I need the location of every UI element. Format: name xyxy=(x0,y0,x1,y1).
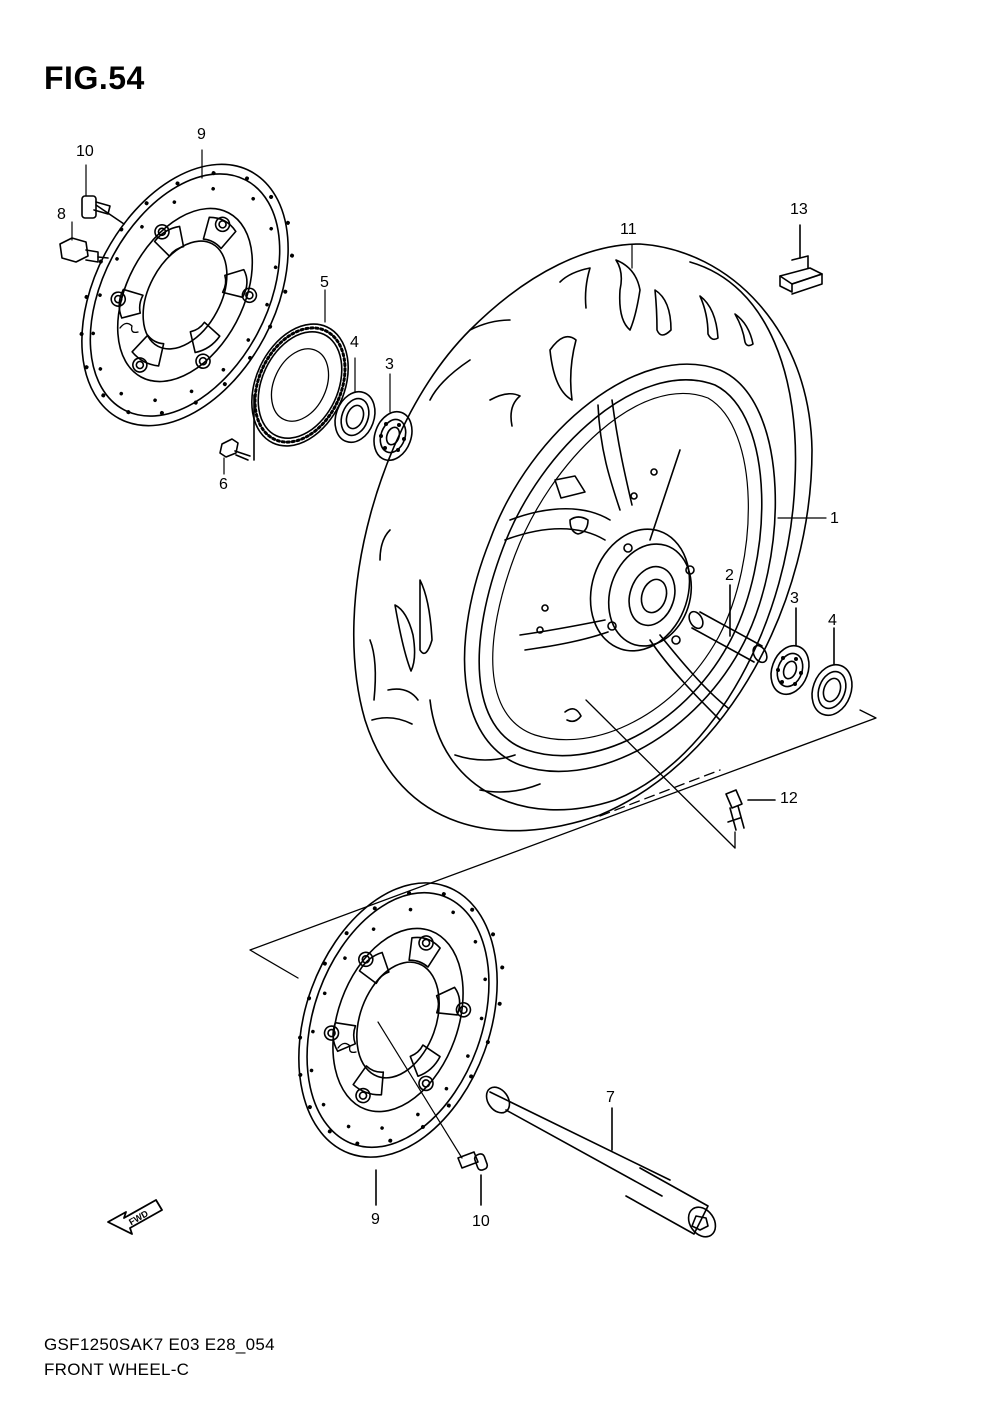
spacer-part-2 xyxy=(688,584,768,664)
callout-3-upper: 3 xyxy=(385,356,394,373)
assembly-leader-lines xyxy=(249,699,877,979)
callout-4-lower: 4 xyxy=(828,612,837,629)
disc-bolt-lower xyxy=(377,1021,489,1206)
oil-seal-upper xyxy=(334,390,376,444)
tire-valve-part-12 xyxy=(725,789,776,831)
nut-part-8 xyxy=(59,237,109,263)
disc-bolt-upper xyxy=(81,195,125,225)
callout-10-lower: 10 xyxy=(472,1213,490,1230)
callout-4-upper: 4 xyxy=(350,334,359,351)
figure-title: FIG.54 xyxy=(44,60,145,96)
forward-direction-arrow: FWD xyxy=(107,1199,163,1235)
callout-12: 12 xyxy=(780,790,798,807)
brake-disc-upper xyxy=(79,163,295,427)
callout-3-lower: 3 xyxy=(790,590,799,607)
callout-6: 6 xyxy=(219,476,228,493)
oil-seal-lower xyxy=(811,627,853,717)
front-axle-part-7 xyxy=(485,1086,717,1238)
callout-13: 13 xyxy=(790,201,808,218)
callout-11: 11 xyxy=(620,221,637,238)
callout-5: 5 xyxy=(320,274,329,291)
front-wheel-assembly xyxy=(353,243,813,832)
brake-disc-lower xyxy=(298,882,505,1206)
callout-2: 2 xyxy=(725,567,734,584)
screw-part-6 xyxy=(219,394,255,461)
diagram-caption: FRONT WHEEL-C xyxy=(44,1360,190,1379)
callout-9-upper: 9 xyxy=(197,126,206,143)
abs-sensor-ring xyxy=(251,323,349,447)
callout-leaders xyxy=(71,149,827,519)
fwd-label: FWD xyxy=(127,1208,150,1227)
callout-1: 1 xyxy=(830,510,839,527)
bearing-lower xyxy=(770,607,810,696)
diagram-code: GSF1250SAK7 E03 E28_054 xyxy=(44,1335,275,1354)
bearing-upper xyxy=(373,410,413,462)
callout-10-upper: 10 xyxy=(76,143,94,160)
balance-weight-part-13 xyxy=(779,224,823,295)
callout-8: 8 xyxy=(57,206,66,223)
callout-7: 7 xyxy=(606,1089,615,1106)
callout-9-lower: 9 xyxy=(371,1211,380,1228)
